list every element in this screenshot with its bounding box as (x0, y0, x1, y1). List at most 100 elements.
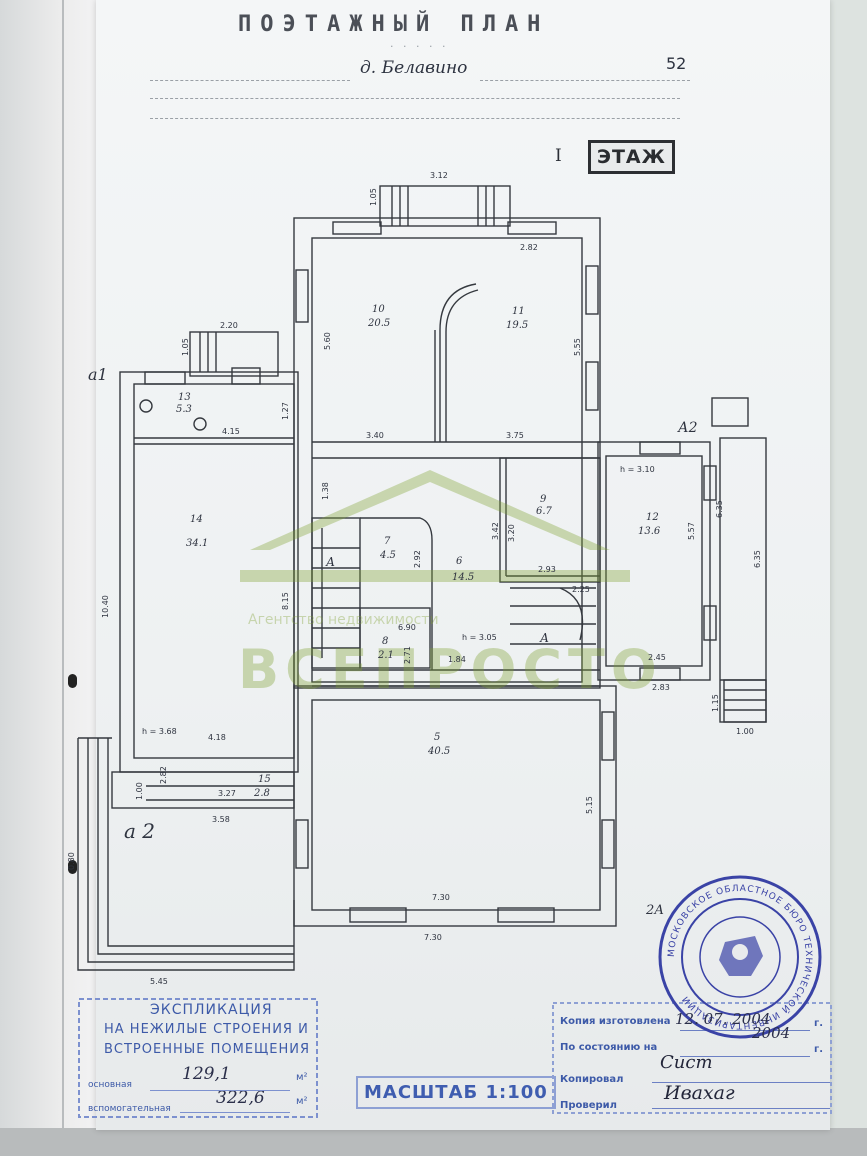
dimension-label: 6.35 (715, 500, 724, 518)
room-area: 4.5 (379, 550, 396, 561)
dimension-label: 2.82 (520, 243, 538, 252)
page-shadow (0, 1128, 867, 1156)
dimension-label: 1.05 (369, 188, 378, 206)
room-area: 14.5 (452, 572, 474, 583)
document-sheet (96, 0, 830, 1130)
aux-area-value: 322,6 (216, 1088, 265, 1108)
form-row-checked: Проверил (560, 1100, 617, 1111)
dimension-label: h = 3.10 (620, 465, 655, 474)
form-row-state: По состоянию на (560, 1042, 658, 1053)
form-g1: г. (814, 1018, 824, 1029)
form-line (680, 1056, 810, 1057)
room-number: 7 (384, 536, 391, 547)
stairs-mark: А (539, 631, 549, 645)
dimension-label: 7.30 (432, 893, 450, 902)
form-line (150, 118, 680, 119)
room-area: 13.6 (638, 526, 661, 537)
room-area: 5.3 (176, 404, 192, 415)
room-labels: 10 20.5 11 19.5 13 5.3 14 34.1 9 6.7 12 … (176, 304, 661, 799)
dimension-label: h = 3.68 (142, 727, 177, 736)
main-area-value: 129,1 (182, 1064, 231, 1084)
state-year: 2004 (752, 1024, 791, 1042)
aux-area-unit: м² (296, 1096, 308, 1107)
dimension-label: 1.38 (321, 482, 330, 500)
official-seal: МОСКОВСКОЕ ОБЛАСТНОЕ БЮРО ТЕХНИЧЕСКОЙ ИН… (658, 875, 822, 1039)
dimension-label: 0.80 (67, 852, 76, 870)
form-line (150, 98, 680, 99)
binder-hole (68, 674, 77, 688)
dimension-labels: 3.12 1.05 2.82 5.60 5.55 2.20 1.05 1.27 … (67, 171, 762, 986)
porch-top (379, 185, 511, 227)
room-number: 15 (258, 774, 271, 785)
dimension-label: 5.15 (585, 796, 594, 814)
dimension-label: 2.45 (648, 653, 666, 662)
room-number: 12 (646, 512, 659, 523)
dimension-label: 2.71 (403, 646, 412, 664)
form-line (150, 80, 350, 81)
binder-hole (68, 860, 77, 874)
dimension-label: 5.60 (323, 332, 332, 350)
signature-copied: Сист (660, 1052, 713, 1073)
room-number: 5 (434, 732, 440, 743)
dimension-label: 2.92 (413, 550, 422, 568)
room-area: 34.1 (186, 538, 208, 549)
document-number: 52 (666, 54, 687, 73)
room-area: 2.8 (253, 788, 270, 799)
dimension-label: 1.00 (736, 727, 754, 736)
main-area-label: основная (88, 1080, 132, 1090)
faded-subtitle: · · · · · (390, 40, 449, 53)
agency-watermark: Агентство недвижимости ВСЕПРОСТО (238, 470, 663, 701)
table-surface (830, 0, 867, 1130)
room-number: 9 (540, 494, 547, 505)
dimension-label: 6.90 (398, 623, 416, 632)
mark-a2-bottom: 2А (645, 903, 664, 918)
room-number: 11 (512, 306, 525, 317)
dimension-label: 1.15 (711, 694, 720, 712)
dimension-label: 2.20 (220, 321, 238, 330)
explication-frame (78, 998, 318, 1118)
copy-date: 12. 07. 2004 (675, 1010, 771, 1028)
binder-edge (62, 0, 64, 1156)
room-number: 10 (372, 304, 385, 315)
copy-form: Копия изготовлена г. По состоянию на г. … (552, 1002, 832, 1114)
dimension-label: 1.27 (281, 402, 290, 420)
dimension-label: 4.15 (222, 427, 240, 436)
room-area: 6.7 (536, 506, 553, 517)
dimension-label: 5.57 (687, 522, 696, 540)
lower-block (293, 685, 617, 927)
form-line (652, 1108, 830, 1109)
dimension-label: 4.18 (208, 733, 226, 742)
form-line (150, 1090, 290, 1091)
dimension-label: 2.82 (159, 766, 168, 784)
form-frame (552, 1002, 832, 1114)
mark-a1: а1 (88, 365, 108, 384)
room-number: 8 (382, 636, 388, 647)
village-name: д. Белавино (360, 58, 468, 78)
dimension-label: 3.20 (507, 524, 516, 542)
form-line (652, 1082, 830, 1083)
explication-title: ЭКСПЛИКАЦИЯ (150, 1002, 273, 1018)
form-line (680, 1030, 810, 1031)
room-number: 6 (456, 556, 463, 567)
dimension-label: h = 3.05 (462, 633, 497, 642)
wall-inner (311, 237, 583, 683)
room-area: 19.5 (506, 320, 528, 331)
form-line (480, 80, 690, 81)
binder-background (0, 0, 100, 1156)
aux-area-label: вспомогательная (88, 1104, 171, 1114)
main-area-unit: м² (296, 1072, 308, 1083)
explication-line1: НА НЕЖИЛЫЕ СТРОЕНИЯ И (104, 1022, 309, 1037)
dimension-label: 2.93 (538, 565, 556, 574)
dimension-label: 8.15 (281, 592, 290, 610)
watermark-brand: ВСЕПРОСТО (238, 638, 663, 701)
dimension-label: 3.75 (506, 431, 524, 440)
dimension-label: 3.27 (218, 789, 236, 798)
dimension-label: 1.00 (135, 782, 144, 800)
scale-stamp: МАСШТАБ 1:100 (356, 1076, 556, 1109)
dimension-label: 5.55 (573, 338, 582, 356)
floor-stamp: ЭТАЖ (588, 140, 675, 174)
signature-checked: Ивахаг (664, 1082, 735, 1104)
stairs-mark: А (325, 555, 335, 569)
mark-a2-right: А2 (677, 420, 698, 436)
